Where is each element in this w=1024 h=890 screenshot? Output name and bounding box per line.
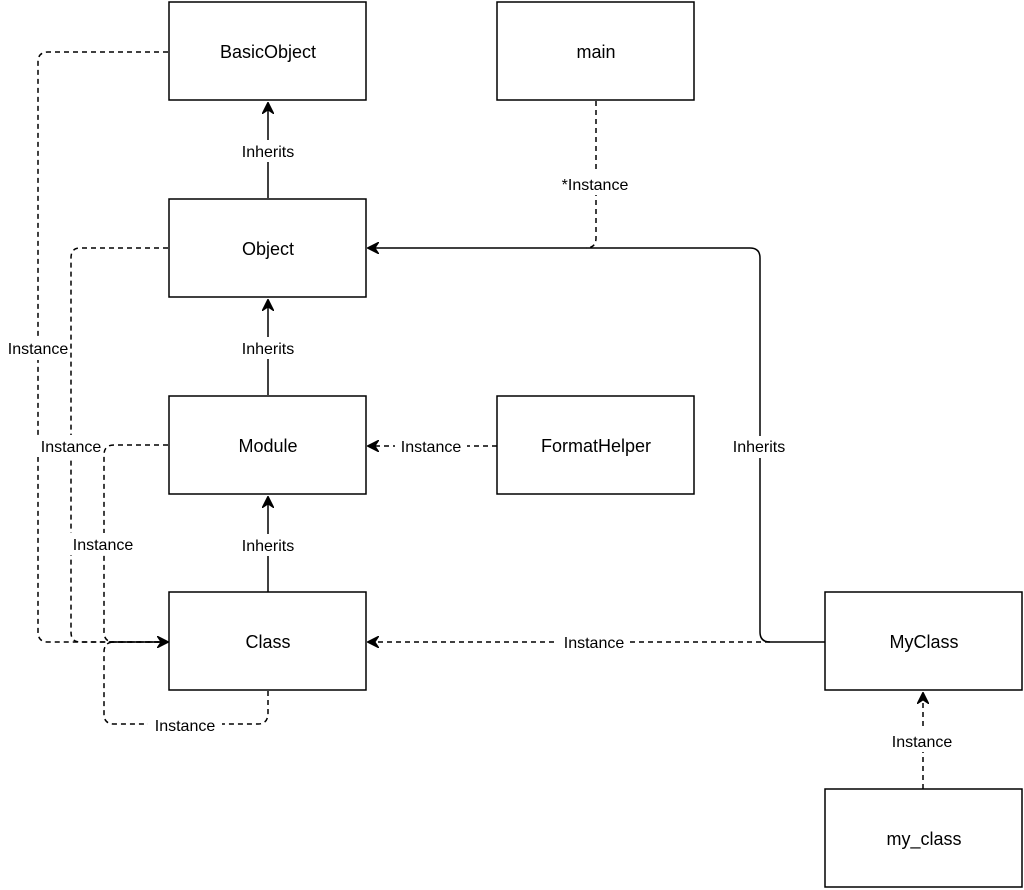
- node-label: Module: [238, 436, 297, 456]
- edge-label: Instance: [73, 537, 134, 554]
- node-label: Object: [242, 239, 294, 259]
- edge-object-inherits-basicobject: Inherits: [234, 103, 302, 198]
- edge-label: Instance: [401, 439, 462, 456]
- node-class: Class: [168, 591, 367, 691]
- edge-basicobject-instance-class: Instance: [2, 51, 168, 643]
- node-main: main: [496, 1, 695, 101]
- node-basicobject: BasicObject: [168, 1, 367, 101]
- node-label: Class: [245, 632, 290, 652]
- edge-label: Instance: [155, 718, 216, 735]
- node-my-class: my_class: [824, 788, 1023, 888]
- edge-label: Inherits: [242, 538, 294, 555]
- node-label: MyClass: [889, 632, 958, 652]
- edge-formathelper-instance-module: Instance: [368, 435, 497, 457]
- edge-label: Inherits: [733, 439, 785, 456]
- node-label: FormatHelper: [541, 436, 651, 456]
- node-object: Object: [168, 198, 367, 298]
- edge-label: *Instance: [562, 177, 629, 194]
- node-module: Module: [168, 395, 367, 495]
- edge-label: Inherits: [242, 341, 294, 358]
- node-label: main: [576, 42, 615, 62]
- edge-module-inherits-object: Inherits: [234, 300, 302, 395]
- edge-label: Instance: [41, 439, 102, 456]
- edge-main-instance-object: *Instance: [553, 101, 639, 249]
- edge-label: Instance: [892, 734, 953, 751]
- edge-class-instance-class: Instance: [103, 641, 269, 736]
- edge-label: Instance: [8, 341, 69, 358]
- edge-object-instance-class: Instance: [35, 247, 168, 643]
- edge-class-inherits-module: Inherits: [234, 497, 302, 592]
- edge-myclass-instance-class: Instance: [368, 631, 770, 653]
- node-formathelper: FormatHelper: [496, 395, 695, 495]
- edge-my-class-instance-myclass: Instance: [886, 693, 960, 789]
- edge-label: Inherits: [242, 144, 294, 161]
- edge-label: Instance: [564, 635, 625, 652]
- node-label: BasicObject: [220, 42, 316, 62]
- node-myclass: MyClass: [824, 591, 1023, 691]
- node-label: my_class: [886, 829, 961, 850]
- edge-module-instance-class: Instance: [67, 444, 168, 643]
